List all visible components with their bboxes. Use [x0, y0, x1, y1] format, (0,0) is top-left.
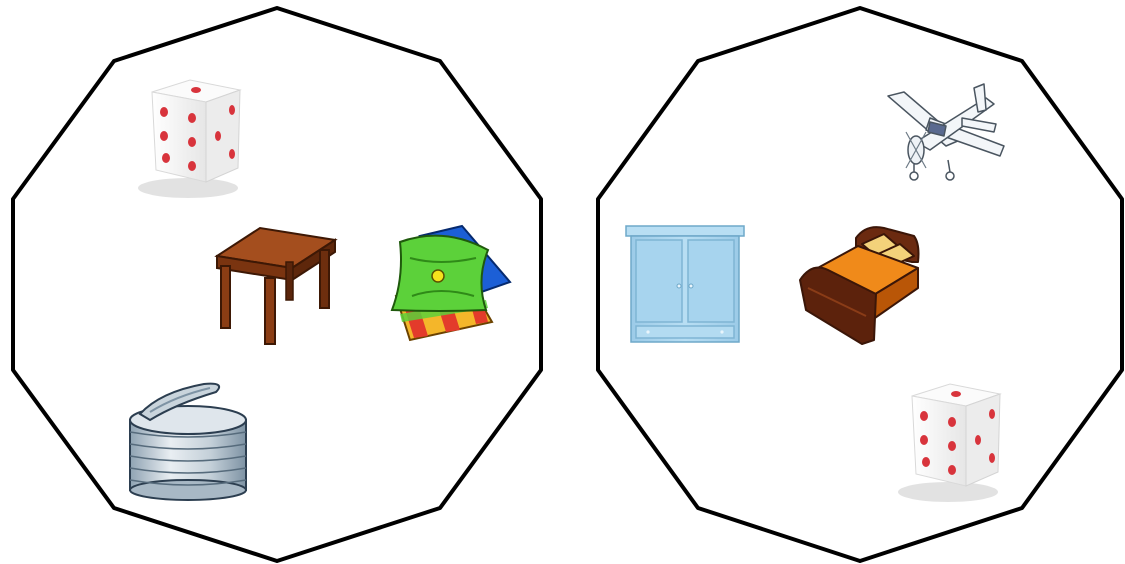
- card-left[interactable]: [13, 8, 541, 561]
- card-right[interactable]: [598, 8, 1122, 561]
- wardrobe-icon[interactable]: [626, 226, 744, 342]
